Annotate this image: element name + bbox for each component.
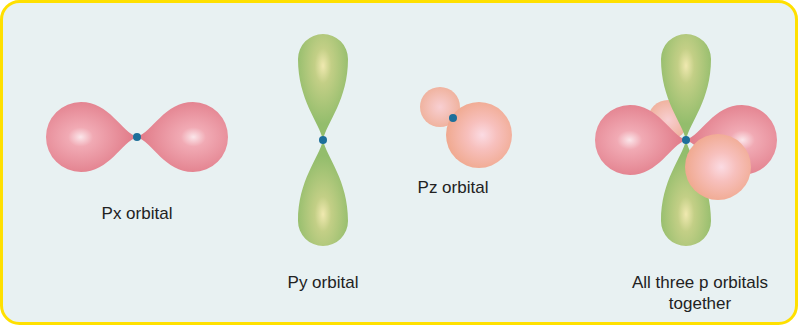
orbital-label: Px orbital xyxy=(62,203,212,224)
py-orbital xyxy=(298,34,348,246)
pz-orbital xyxy=(420,87,512,168)
px-orbital xyxy=(46,102,228,172)
orbital-label: Pz orbital xyxy=(378,177,528,198)
combined-orbitals xyxy=(595,34,777,246)
orbital-label: Py orbital xyxy=(248,272,398,293)
orbital-label: All three p orbitals together xyxy=(615,272,785,314)
